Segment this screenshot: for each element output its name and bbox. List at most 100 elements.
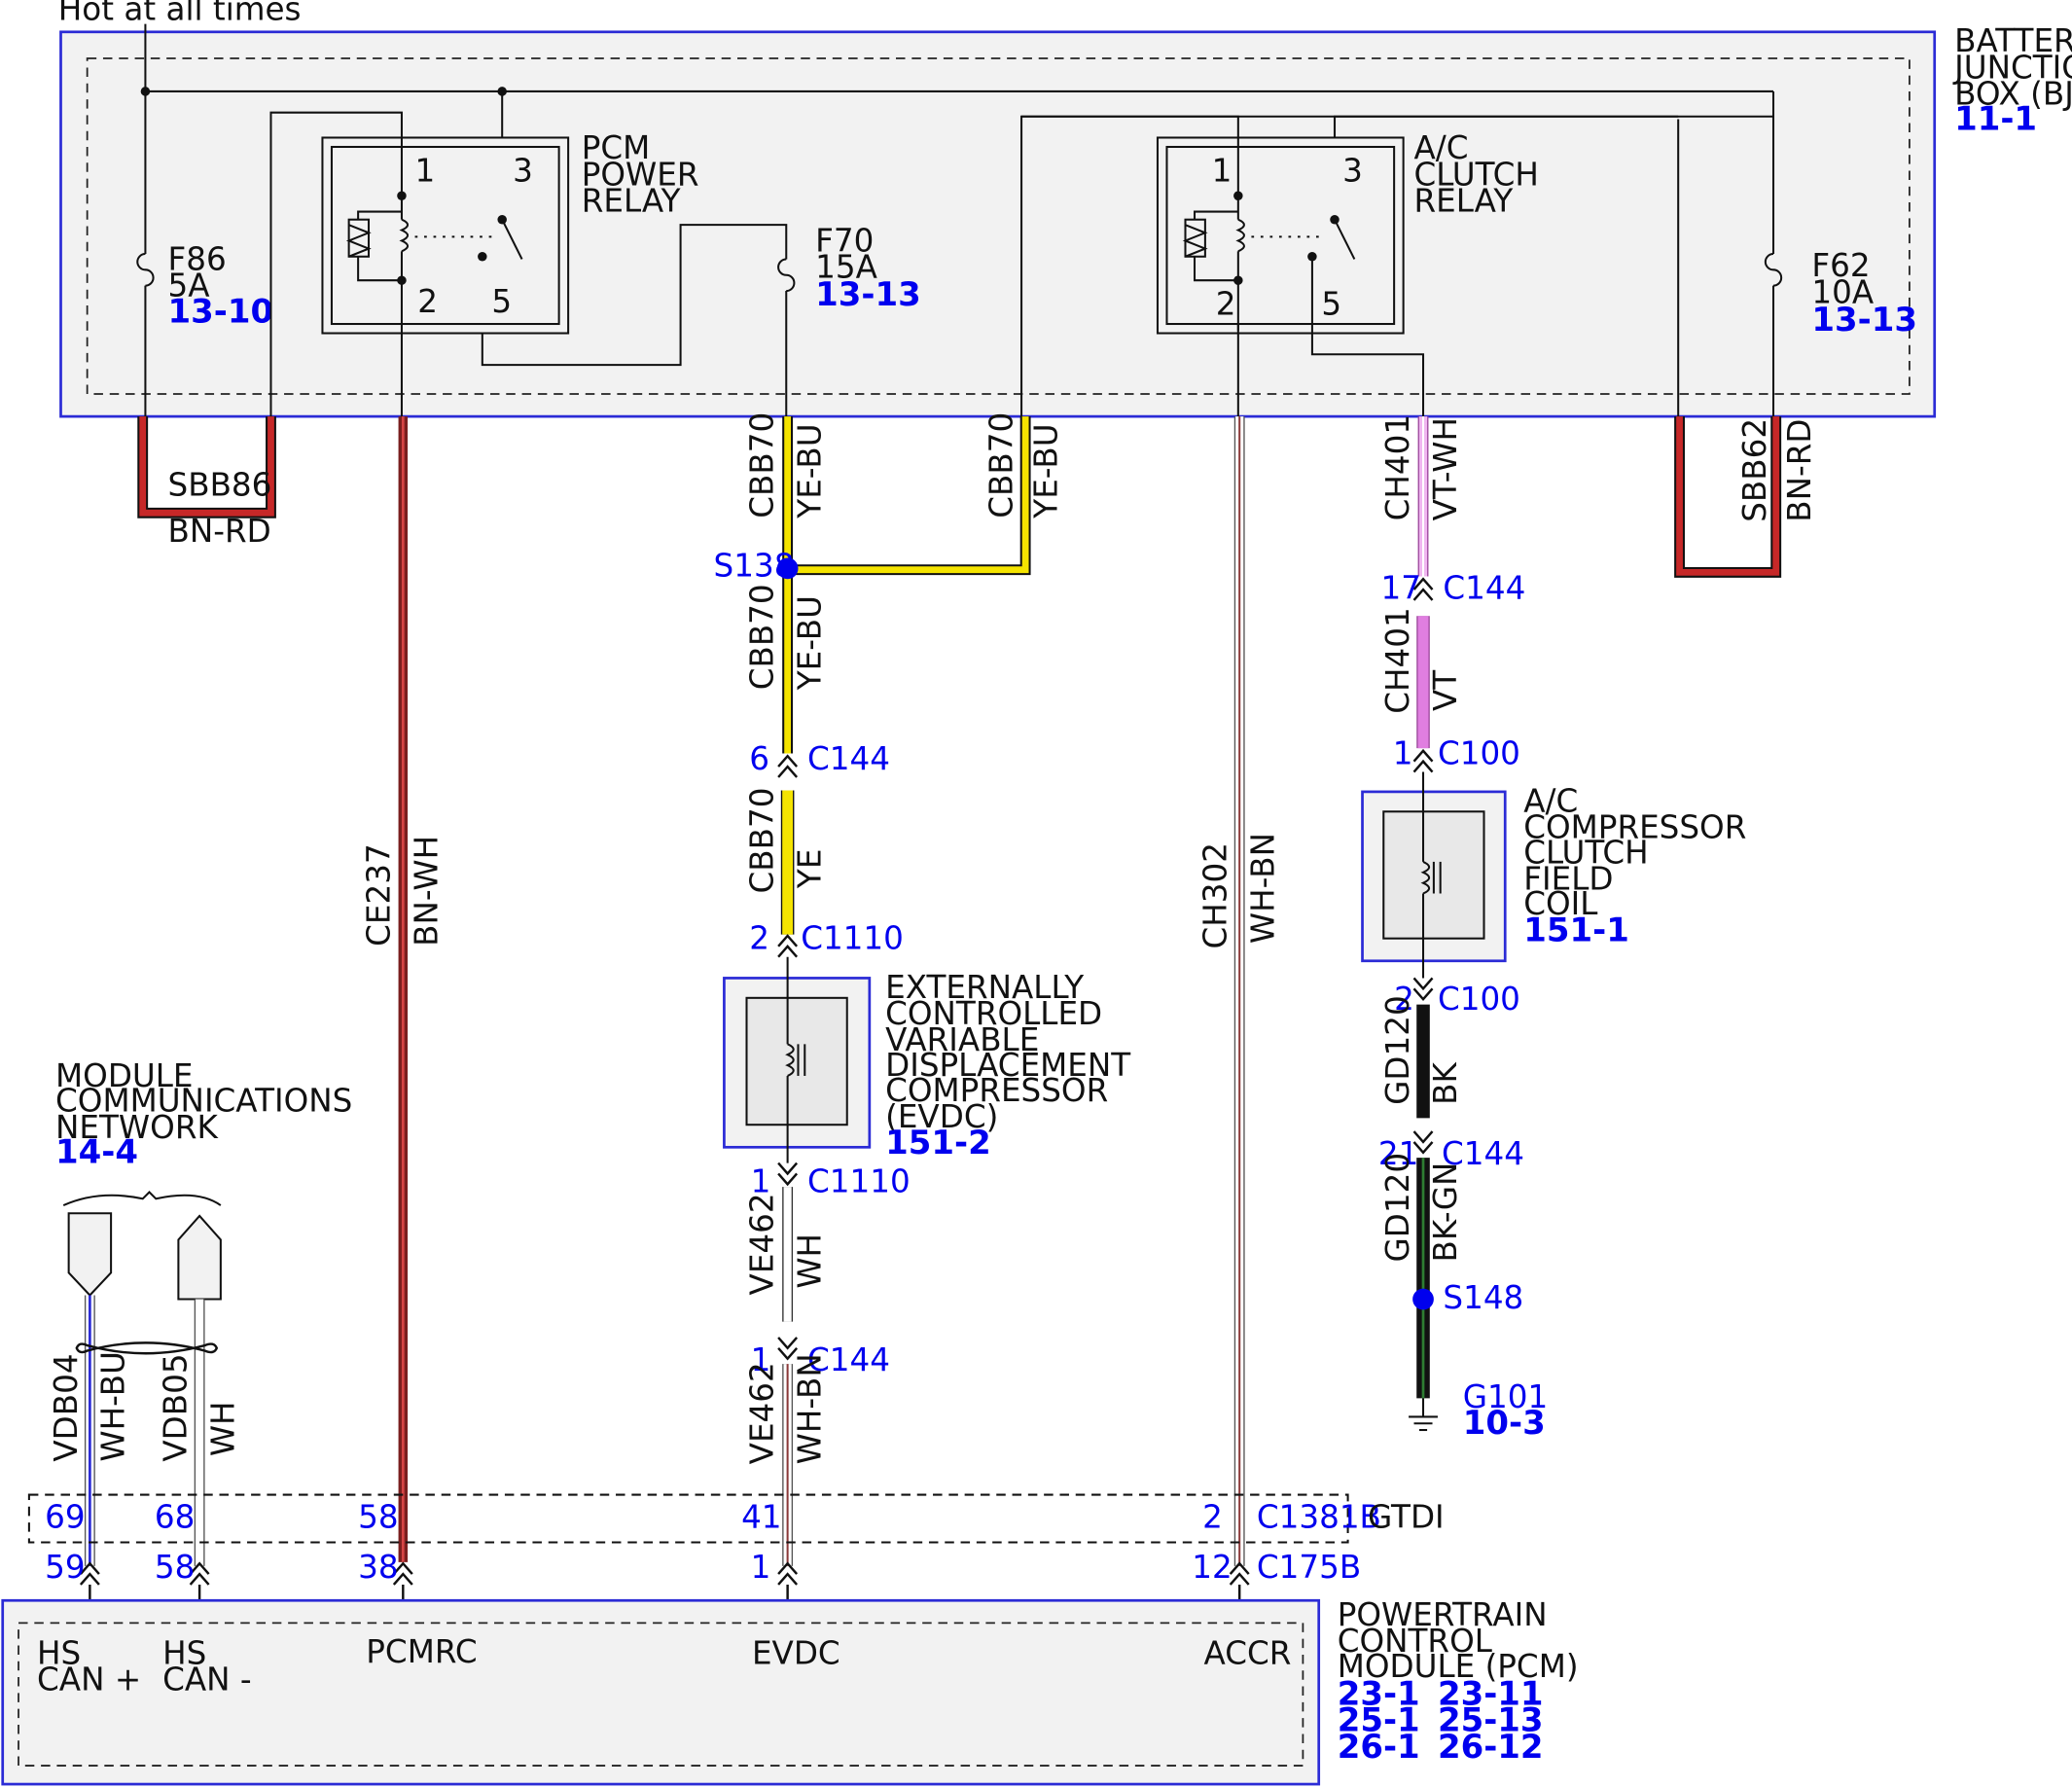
fuse-f62-ref[interactable]: 13-13 [1811,301,1917,340]
bus-junction-dot [140,87,151,96]
jumper-sbb62-color: BN-RD [1781,419,1818,522]
c1110-name-b: C1110 [807,1163,911,1200]
fuse-f62 [1764,253,1783,421]
connector-c1110-pin2[interactable] [777,934,799,958]
ground-symbol [1409,1398,1438,1432]
ground-g101-ref[interactable]: 10-3 [1463,1404,1546,1443]
can-minus-connector [177,1214,222,1301]
c144-pin-6: 6 [749,740,769,777]
fuse-f70-ref[interactable]: 13-13 [815,275,921,314]
pcm-name-2: CONTROL [1338,1623,1492,1660]
c144-name-d: C144 [1442,1135,1524,1172]
ac-coil-name-3: CLUTCH [1523,834,1648,871]
pcm-relay-name-1: PCM [582,129,651,166]
pcm-relay-pin-3: 3 [513,152,533,189]
wire-vdb04-color: WH-BU [95,1351,132,1462]
ac-coil-name-2: COMPRESSOR [1523,808,1746,845]
evdc-component [723,956,872,1163]
fuse-f70 [481,224,796,421]
splice-s148[interactable] [1412,1288,1434,1310]
c100-pin-1: 1 [1393,734,1413,771]
pcm-pin-59: 59 [45,1549,85,1586]
pcm-ref-right-3[interactable]: 26-12 [1438,1728,1544,1767]
c144-pin-21: 21 [1378,1135,1418,1172]
connector-c100-pin1[interactable] [1412,748,1434,773]
wire-ve462-a-circuit: VE462 [744,1193,781,1295]
wire-ch401-a-circuit: CH401 [1379,414,1416,520]
c144-name-a: C144 [807,740,890,777]
connector-c100-pin2[interactable] [1412,977,1434,1002]
jumper-sbb62 [1674,416,1782,578]
ac-coil-name-4: FIELD [1523,860,1613,897]
connector-c144-pin6[interactable] [777,754,799,778]
ac-relay-name-2: CLUTCH [1414,156,1539,193]
wire-ce237-circuit: CE237 [361,843,398,947]
wire-gd120-a-circuit: GD120 [1379,995,1416,1105]
evdc-name-6: (EVDC) [885,1098,998,1135]
fuse-f62-rating: 10A [1811,273,1874,310]
ac-clutch-relay [1020,115,1680,421]
pcm-relay-pin-5: 5 [491,283,512,320]
bjb-ref[interactable]: 11-1 [1954,99,2037,138]
twisted-pair-symbol [75,1341,219,1355]
pcm-connector-name: C175B [1257,1549,1361,1586]
wire-ch401-b-circuit: CH401 [1379,607,1416,713]
pcm-terminal-accr: ACCR [1204,1634,1292,1671]
wire-cbb70-d-color: YE [792,849,829,890]
gtdi-pin-69: 69 [45,1499,85,1536]
bjb-name-line-2: JUNCTION [1952,49,2072,86]
fuse-f86-ref[interactable]: 13-10 [168,293,274,332]
connector-c144-pin17[interactable] [1412,577,1434,601]
gtdi-pin-68: 68 [155,1499,195,1536]
pcm-relay-name-2: POWER [582,156,699,193]
ac-relay-pin-2: 2 [1216,286,1236,323]
can-plus-connector [67,1212,113,1297]
connector-c144-pin21[interactable] [1412,1130,1434,1155]
pcm-relay-pin-2: 2 [417,283,438,320]
ground-g101-name: G101 [1463,1378,1548,1415]
connector-c144-pin1[interactable] [777,1337,799,1361]
pcm-terminal-pcmrc: PCMRC [366,1633,477,1670]
wire-ch401-b-color: VT [1427,670,1464,711]
gtdi-pin-41: 41 [741,1499,781,1536]
gtdi-pin-58: 58 [358,1499,398,1536]
wire-cbb70-b-circuit: CBB70 [983,412,1020,518]
bjb-name-line-3: BOX (BJB) [1954,76,2072,113]
pcm-ref-left-2[interactable]: 25-1 [1338,1701,1420,1740]
connector-c1110-pin1[interactable] [777,1162,799,1187]
evdc-name-2: CONTROLLED [885,995,1102,1032]
pcm-ref-left-3[interactable]: 26-1 [1338,1728,1420,1767]
c100-pin-2: 2 [1394,981,1414,1018]
mcn-name-1: MODULE [55,1057,193,1094]
pcm-relay-pin-1: 1 [415,152,436,189]
evdc-name-5: COMPRESSOR [885,1072,1108,1109]
pcm-ref-right-2[interactable]: 25-13 [1438,1701,1544,1740]
gtdi-connector-box [27,1493,1349,1544]
splice-s138[interactable] [776,557,799,580]
wire-ch302-color: WH-BN [1245,833,1282,944]
wire-cbb70-b-color: YE-BU [1028,423,1065,518]
wire-gd120-b-color: BK-GN [1427,1162,1464,1263]
hot-at-all-times-label: Hot at all times [58,0,302,28]
jumper-sbb86-color: BN-RD [168,513,271,550]
wire-ch401-a-color: VT-WH [1427,417,1464,520]
c1110-pin-1: 1 [751,1163,771,1200]
fuse-f70-name: F70 [815,222,874,259]
pcm-pin-38: 38 [358,1549,398,1586]
pcm-ref-left-1[interactable]: 23-1 [1338,1675,1420,1714]
evdc-ref[interactable]: 151-2 [885,1124,991,1162]
pcm-ref-right-1[interactable]: 23-11 [1438,1675,1544,1714]
bjb-name-line-1: BATTERY [1954,22,2072,59]
pcm-pin-58: 58 [155,1549,195,1586]
splice-s148-label: S148 [1443,1279,1523,1316]
ac-coil-ref[interactable]: 151-1 [1523,911,1629,949]
gtdi-label: GTDI [1368,1499,1445,1536]
c144-name-b: C144 [807,1341,890,1378]
wire-ce237-color: BN-WH [409,836,446,947]
c144-pin-1: 1 [751,1341,771,1378]
fuse-f86-rating: 5A [168,267,211,304]
mcn-ref[interactable]: 14-4 [55,1133,138,1172]
jumper-sbb86-circuit: SBB86 [168,467,272,504]
wire-ch302-circuit: CH302 [1197,842,1234,948]
